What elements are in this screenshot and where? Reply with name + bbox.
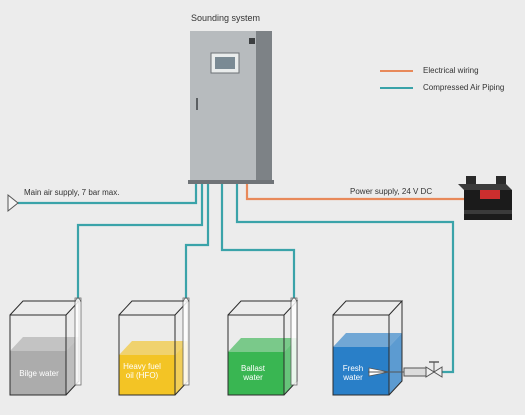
fresh-water-air-line — [235, 183, 455, 374]
valve-icon — [368, 361, 443, 378]
dip-pipe-cap — [290, 297, 298, 303]
power-wiring — [245, 183, 465, 201]
tank-frame-back — [332, 300, 404, 396]
tank-liquid — [119, 355, 175, 395]
tank-liquid-side — [389, 333, 402, 395]
tank-frame-front — [118, 314, 176, 396]
power-supply-label: Power supply, 24 V DC — [350, 187, 433, 196]
dip-pipe — [74, 297, 82, 386]
tank-liquid — [10, 351, 66, 395]
hfo-air-line — [184, 183, 210, 298]
tank-liquid-top — [10, 337, 79, 351]
dip-pipe-cap — [182, 297, 190, 303]
tank-liquid-top — [333, 333, 402, 347]
tank-label-hfo: Heavy fuel oil (HFO) — [123, 362, 161, 380]
main-air-supply-line — [18, 183, 198, 205]
tank-label-fresh: Fresh water — [342, 364, 364, 382]
dip-pipe — [182, 297, 190, 386]
ballast-air-line — [220, 183, 296, 298]
page-title: Sounding system — [191, 13, 261, 23]
battery-icon — [458, 176, 512, 220]
tank-bilge — [9, 297, 82, 396]
tank-label-ballast: Ballast water — [240, 364, 265, 382]
tank-frame-front — [227, 314, 285, 396]
tank-ballast — [227, 297, 299, 396]
tank-liquid-top — [119, 341, 188, 355]
legend-air-label: Compressed Air Piping — [423, 83, 505, 92]
cabinet-icon — [188, 31, 274, 184]
tank-liquid-top — [228, 338, 297, 352]
bilge-air-line — [76, 183, 204, 300]
air-piping — [18, 183, 455, 374]
tank-frame-front — [332, 314, 390, 396]
legend-electrical-label: Electrical wiring — [423, 66, 479, 75]
dip-pipe — [290, 297, 298, 386]
tank-label-bilge: Bilge water — [19, 369, 59, 378]
dip-pipe-cap — [74, 297, 82, 303]
tanks-group — [9, 297, 404, 396]
tank-frame-front — [9, 314, 67, 396]
tank-liquid — [228, 352, 284, 395]
main-air-supply-label: Main air supply, 7 bar max. — [24, 188, 120, 197]
tank-fresh — [332, 300, 404, 396]
air-inlet-icon — [7, 193, 19, 213]
tank-hfo — [118, 297, 190, 396]
